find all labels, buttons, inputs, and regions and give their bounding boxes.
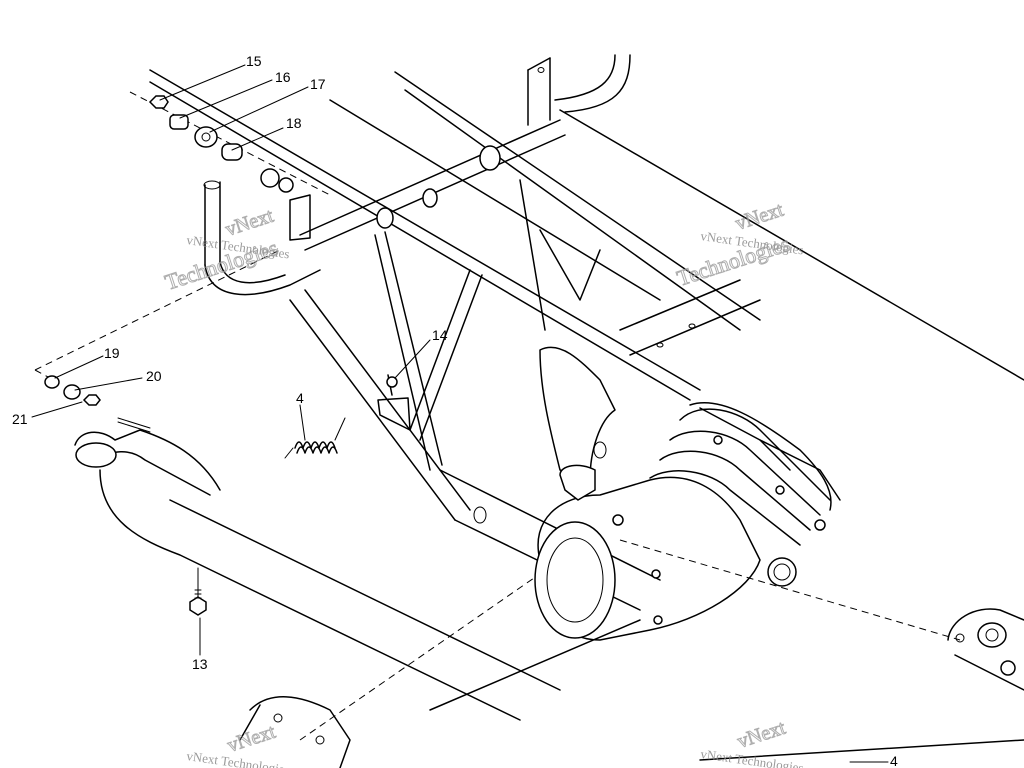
mounting-hardware: [129, 91, 331, 196]
exhaust-flange: [947, 608, 1024, 691]
callout-21: 21: [12, 411, 28, 427]
callout-15: 15: [246, 53, 262, 69]
frame-assembly: [149, 54, 1024, 611]
callout-4-lower: 4: [890, 753, 898, 768]
leader-lines: [31, 64, 889, 763]
bolt-13: [189, 596, 207, 616]
watermark-big-right-1: vNext: [733, 199, 787, 235]
watermark-big-bottom-left: vNext: [225, 721, 279, 757]
spring-4: [284, 417, 346, 459]
callout-20: 20: [146, 368, 162, 384]
muffler-mount-hardware: [34, 249, 281, 433]
bushing-16: [169, 114, 189, 130]
lower-bracket: [239, 696, 1024, 768]
watermark-bottom-right: vNext Technologies vNext: [700, 716, 805, 768]
washer-19: [44, 375, 60, 389]
watermark-left: vNext Technologies vNext Technologies: [161, 204, 290, 295]
watermark-right: vNext Technologies vNext Technologies: [673, 198, 804, 291]
callout-14: 14: [432, 327, 448, 343]
callout-4: 4: [296, 390, 304, 406]
callout-19: 19: [104, 345, 120, 361]
callout-13: 13: [192, 656, 208, 672]
washer-17: [194, 126, 218, 148]
engine: [299, 402, 961, 741]
callout-16: 16: [275, 69, 291, 85]
muffler: [74, 429, 641, 721]
callout-labels: 15 16 17 18 19 20 21 14 4 13 4: [12, 53, 898, 768]
nut-21: [82, 394, 101, 406]
grommet-20: [63, 384, 81, 400]
watermark-small-bottom-right: vNext Technologies: [700, 746, 805, 768]
callout-18: 18: [286, 115, 302, 131]
bushing-18: [221, 143, 243, 161]
callout-17: 17: [310, 76, 326, 92]
watermark-big-bottom-right: vNext: [735, 717, 789, 753]
watermark-bottom-left: vNext Technologies vNext: [186, 720, 291, 768]
